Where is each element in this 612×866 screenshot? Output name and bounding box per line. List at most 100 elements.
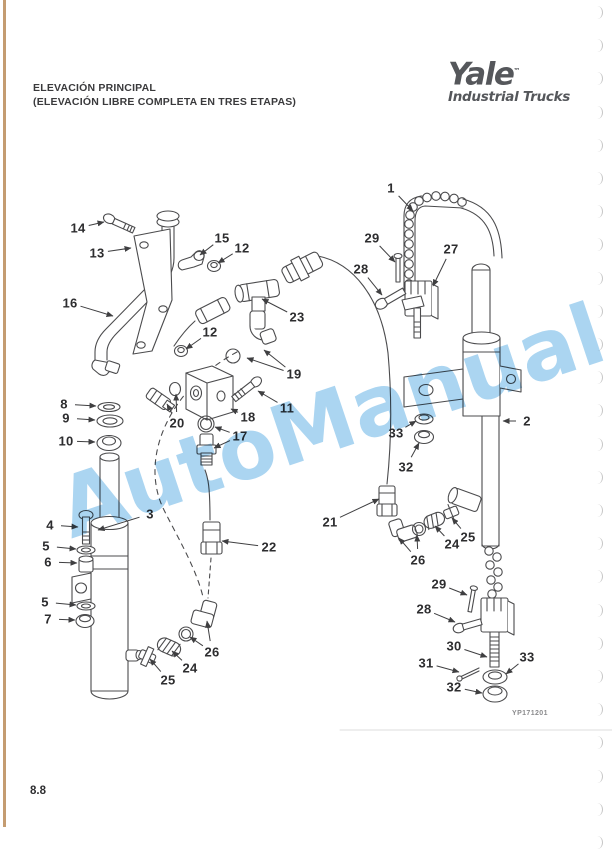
- part-callout-27: 27: [443, 241, 459, 257]
- part-callout-29: 29: [364, 230, 380, 246]
- callout-leader-lines: [55, 195, 519, 695]
- binding-mark-icon: [595, 39, 603, 53]
- part-callout-4: 4: [46, 517, 54, 533]
- hose-connector: [195, 296, 231, 325]
- binding-mark-icon: [595, 802, 603, 816]
- page-number: 8.8: [30, 785, 46, 797]
- logo-trademark-icon: ™: [513, 67, 521, 75]
- binding-mark-icon: [595, 769, 603, 783]
- mounting-bracket: [132, 228, 173, 355]
- binding-mark-icon: [595, 570, 603, 584]
- part-callout-33: 33: [519, 649, 535, 665]
- small-fitting: [443, 504, 460, 521]
- binding-mark-icon: [595, 6, 603, 19]
- part-callout-25: 25: [160, 672, 176, 688]
- binding-mark-icon: [595, 338, 603, 351]
- binding-mark-icon: [595, 172, 603, 185]
- part-callout-19: 19: [286, 366, 302, 382]
- binding-mark-icon: [595, 271, 603, 285]
- part-callout-28: 28: [353, 261, 369, 277]
- binding-mark-icon: [595, 603, 603, 617]
- binding-mark-icon: [595, 138, 603, 152]
- small-fitting: [177, 250, 205, 271]
- part-callout-9: 9: [62, 410, 70, 426]
- chain-anchor-bottom: [452, 546, 515, 703]
- part-callout-14: 14: [70, 220, 86, 236]
- main-lift-cylinder: [401, 263, 522, 550]
- part-callout-18: 18: [240, 409, 256, 425]
- page-title-line2: (ELEVACIÓN LIBRE COMPLETA EN TRES ETAPAS…: [33, 95, 297, 108]
- inline-fitting: [376, 485, 398, 517]
- part-callout-13: 13: [89, 245, 105, 261]
- nut-part: [173, 259, 222, 358]
- binding-mark-icon: [595, 736, 603, 750]
- binding-mark-icon: [595, 437, 603, 451]
- part-callout-1: 1: [387, 180, 395, 196]
- part-callout-5: 5: [42, 538, 50, 554]
- binding-mark-icon: [595, 105, 603, 119]
- binding-mark-icon: [595, 670, 603, 683]
- hose-connector: [281, 251, 324, 284]
- part-callout-24: 24: [182, 660, 198, 676]
- part-callout-3: 3: [146, 506, 154, 522]
- part-callout-15: 15: [214, 230, 230, 246]
- binding-mark-icon: [595, 205, 603, 219]
- inline-fitting: [200, 469, 223, 599]
- part-callout-26: 26: [204, 644, 220, 660]
- part-callout-16: 16: [62, 295, 78, 311]
- part-callout-30: 30: [446, 638, 462, 654]
- part-callout-26: 26: [410, 552, 426, 568]
- binding-mark-icon: [595, 504, 603, 517]
- part-callout-29: 29: [431, 576, 447, 592]
- elbow-fitting: [178, 599, 218, 642]
- binding-mark-icon: [595, 636, 603, 650]
- part-callout-8: 8: [60, 396, 68, 412]
- binding-mark-icon: [595, 404, 603, 418]
- part-callout-24: 24: [444, 536, 460, 552]
- bolt-part: [231, 376, 263, 403]
- page-title-line1: ELEVACIÓN PRINCIPAL: [33, 82, 157, 94]
- washer-and-nut: [413, 413, 435, 445]
- bolt-part: [102, 213, 136, 234]
- binding-mark-icon: [595, 371, 603, 385]
- hydraulic-hose: [317, 255, 392, 485]
- part-callout-17: 17: [232, 428, 248, 444]
- part-callout-23: 23: [289, 309, 305, 325]
- part-callout-32: 32: [446, 679, 462, 695]
- part-callout-6: 6: [44, 554, 52, 570]
- part-callout-12: 12: [234, 240, 250, 256]
- part-callout-10: 10: [58, 433, 74, 449]
- binding-mark-icon: [595, 703, 603, 717]
- part-callout-12: 12: [202, 324, 218, 340]
- binding-mark-icon: [595, 238, 603, 252]
- part-callout-2: 2: [523, 413, 531, 429]
- yale-logo: Yale™ Industrial Trucks: [448, 56, 570, 106]
- part-callout-7: 7: [44, 611, 52, 627]
- part-callout-22: 22: [261, 539, 277, 555]
- left-edge-strip: [3, 0, 6, 827]
- part-callout-21: 21: [322, 514, 338, 530]
- binding-mark-icon: [595, 304, 603, 318]
- binding-mark-icon: [595, 836, 603, 849]
- valve-fitting: [196, 415, 217, 466]
- page-header: ELEVACIÓN PRINCIPAL (ELEVACIÓN LIBRE COM…: [33, 82, 296, 109]
- binding-mark-icon: [595, 72, 603, 86]
- binding-mark-icon: [595, 537, 603, 551]
- spring-part: [423, 511, 446, 531]
- part-callout-25: 25: [460, 529, 476, 545]
- logo-brand: Yale™: [448, 56, 570, 90]
- washer-stack: [96, 401, 124, 452]
- elbow-fitting: [225, 310, 277, 364]
- elbow-fitting: [388, 518, 427, 543]
- valve-block: [185, 365, 234, 421]
- part-callout-20: 20: [169, 415, 185, 431]
- cylinder-mount-hardware: [75, 509, 96, 629]
- logo-brand-text: Yale: [448, 56, 515, 93]
- part-callout-31: 31: [418, 655, 434, 671]
- binding-marks: [592, 0, 612, 866]
- part-callout-11: 11: [279, 400, 295, 416]
- part-callout-33: 33: [388, 425, 404, 441]
